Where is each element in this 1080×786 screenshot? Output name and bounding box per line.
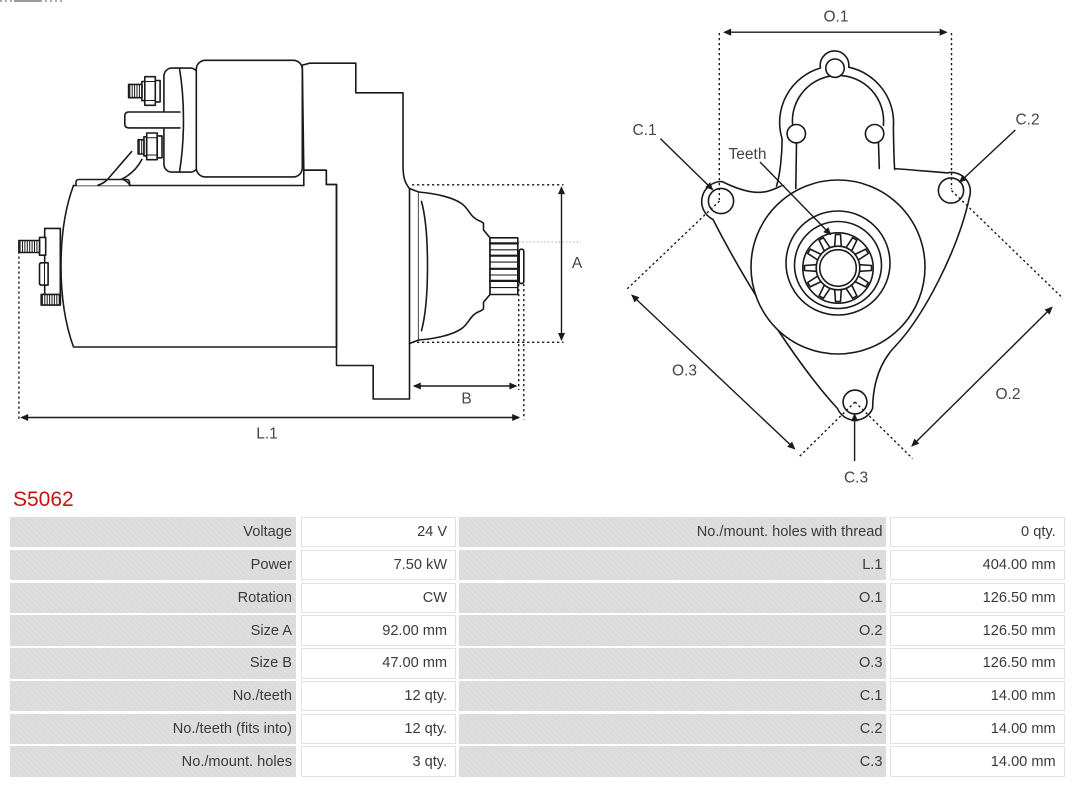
svg-text:O.2: O.2 xyxy=(996,386,1021,403)
svg-text:L.1: L.1 xyxy=(256,426,278,443)
svg-text:A: A xyxy=(572,255,583,272)
svg-text:B: B xyxy=(461,391,471,408)
svg-text:C.2: C.2 xyxy=(1015,112,1039,129)
svg-text:C.3: C.3 xyxy=(844,470,868,487)
svg-text:Teeth: Teeth xyxy=(729,146,767,163)
svg-text:O.1: O.1 xyxy=(824,9,849,26)
svg-text:C.1: C.1 xyxy=(632,122,656,139)
svg-text:O.3: O.3 xyxy=(672,363,697,380)
